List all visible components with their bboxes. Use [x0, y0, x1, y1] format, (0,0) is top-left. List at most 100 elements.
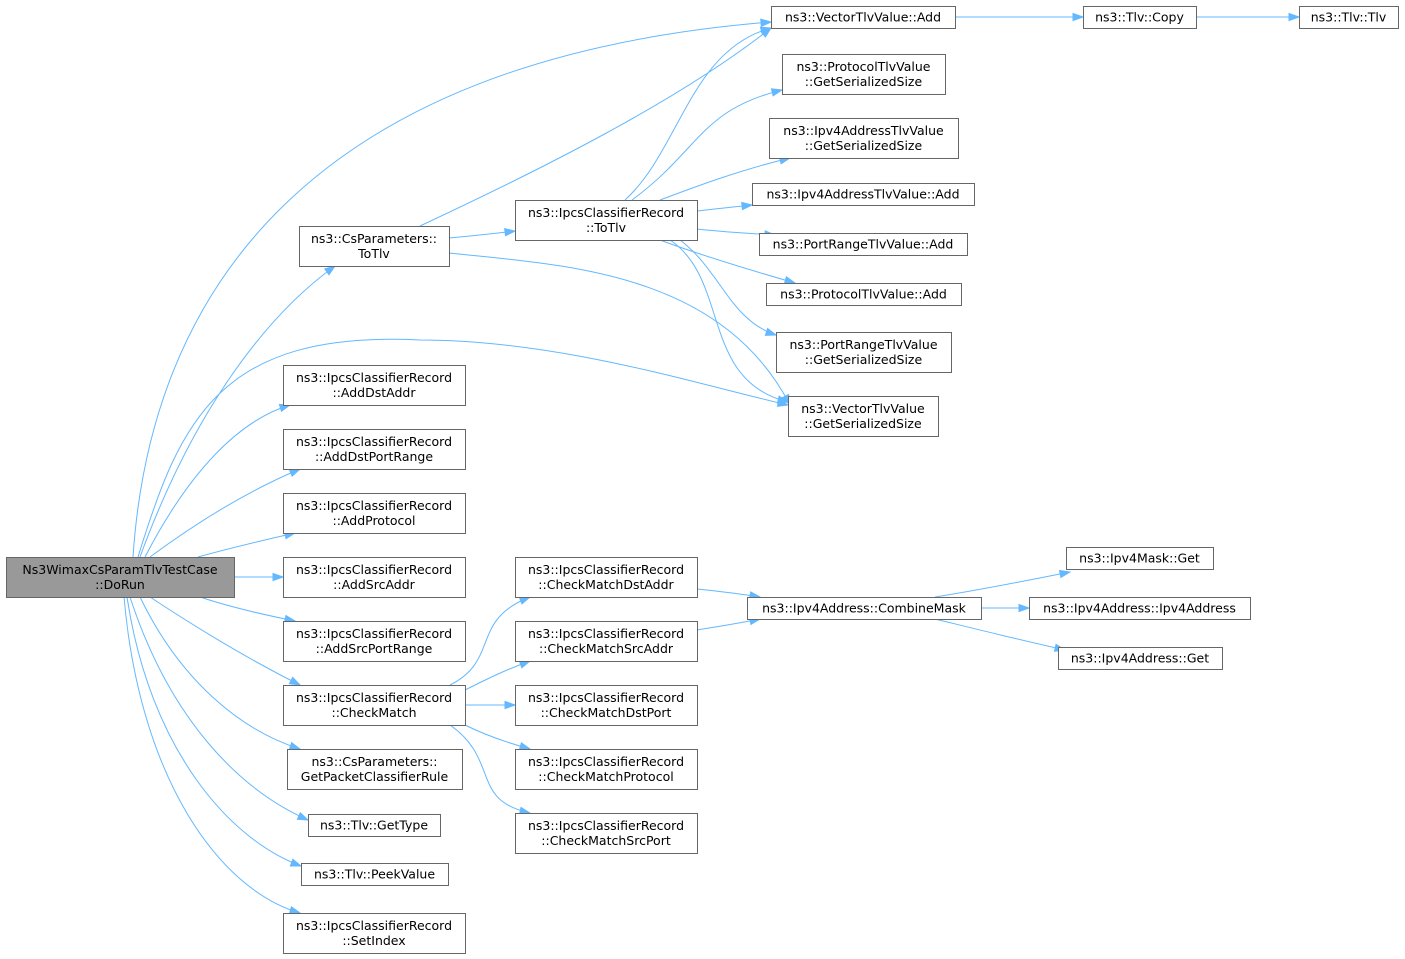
edge-arrowhead — [504, 700, 517, 710]
node-label-line: ::GetSerializedSize — [805, 352, 923, 367]
edge-ictotlv-to-vgs — [669, 239, 790, 404]
node-label-line: ns3::IpcsClassifierRecord — [528, 754, 684, 769]
node-label-line: ns3::IpcsClassifierRecord — [528, 690, 684, 705]
graph-node-maskget[interactable]: ns3::Ipv4Mask::Get — [1066, 547, 1214, 570]
edge-arrowhead — [783, 275, 797, 285]
node-box — [283, 621, 466, 662]
graph-node-cstotlv[interactable]: ns3::CsParameters::ToTlv — [299, 226, 450, 267]
edge-line — [449, 596, 531, 686]
node-label-line: ::GetSerializedSize — [804, 416, 922, 431]
node-label-line: ns3::IpcsClassifierRecord — [528, 562, 684, 577]
graph-node-vadd[interactable]: ns3::VectorTlvValue::Add — [771, 6, 956, 29]
graph-node-vgs[interactable]: ns3::VectorTlvValue::GetSerializedSize — [788, 396, 939, 437]
edge-arrowhead — [776, 395, 790, 404]
edge-arrowhead — [1058, 569, 1072, 579]
node-box — [1066, 547, 1214, 570]
graph-node-ptadd[interactable]: ns3::ProtocolTlvValue::Add — [766, 283, 962, 306]
edge-line — [624, 27, 772, 201]
edge-arrowhead — [1072, 12, 1085, 22]
node-label-line: ns3::IpcsClassifierRecord — [528, 818, 684, 833]
graph-node-copy[interactable]: ns3::Tlv::Copy — [1083, 6, 1197, 29]
graph-node-adddstport[interactable]: ns3::IpcsClassifierRecord::AddDstPortRan… — [283, 429, 466, 470]
edge-line — [934, 571, 1071, 598]
edge-cstotlv-to-vadd — [419, 27, 773, 227]
graph-node-addsrcport[interactable]: ns3::IpcsClassifierRecord::AddSrcPortRan… — [283, 621, 466, 662]
edge-run-to-getrule — [139, 596, 302, 750]
node-box — [788, 396, 939, 437]
edge-line — [934, 618, 1066, 651]
node-box — [515, 813, 698, 854]
graph-node-ictotlv[interactable]: ns3::IpcsClassifierRecord::ToTlv — [515, 200, 698, 241]
node-box — [283, 365, 466, 406]
node-label-line: ns3::ProtocolTlvValue — [796, 59, 930, 74]
node-label-line: ns3::CsParameters:: — [311, 754, 437, 769]
graph-node-i4add[interactable]: ns3::Ipv4AddressTlvValue::Add — [752, 183, 975, 206]
node-label-line: ns3::Tlv::GetType — [320, 818, 428, 833]
graph-node-cmdstport[interactable]: ns3::IpcsClassifierRecord::CheckMatchDst… — [515, 685, 698, 726]
graph-node-combine[interactable]: ns3::Ipv4Address::CombineMask — [747, 597, 982, 620]
graph-node-ptgs[interactable]: ns3::ProtocolTlvValue::GetSerializedSize — [782, 54, 946, 95]
graph-node-setindex[interactable]: ns3::IpcsClassifierRecord::SetIndex — [283, 913, 466, 954]
graph-node-gettype[interactable]: ns3::Tlv::GetType — [308, 814, 441, 837]
node-label-line: ::CheckMatchSrcAddr — [539, 641, 674, 656]
graph-node-addsrc[interactable]: ns3::IpcsClassifierRecord::AddSrcAddr — [283, 557, 466, 598]
edge-line — [449, 724, 531, 814]
edge-combine-to-maskget — [934, 569, 1072, 598]
edge-line — [139, 596, 301, 750]
node-label-line: ::AddDstPortRange — [315, 449, 433, 464]
node-box — [771, 6, 956, 29]
node-box — [1299, 6, 1399, 29]
node-label-line: Ns3WimaxCsParamTlvTestCase — [22, 562, 217, 577]
node-box — [283, 429, 466, 470]
graph-node-i4gs[interactable]: ns3::Ipv4AddressTlvValue::GetSerializedS… — [769, 118, 959, 159]
edge-run-to-checkmatch — [149, 596, 302, 686]
edge-line — [659, 239, 796, 284]
edge-line — [137, 338, 789, 558]
node-label-line: ::CheckMatchDstPort — [541, 705, 672, 720]
graph-node-i4get[interactable]: ns3::Ipv4Address::Get — [1058, 647, 1223, 670]
node-box — [769, 118, 959, 159]
node-label-line: ns3::IpcsClassifierRecord — [296, 370, 452, 385]
node-label-line: ::AddSrcPortRange — [316, 641, 433, 656]
edge-ictotlv-to-i4add — [696, 201, 754, 212]
node-label-line: ::AddSrcAddr — [333, 577, 415, 592]
edge-arrowhead — [759, 26, 773, 35]
edge-arrowhead — [518, 742, 532, 751]
edge-arrowhead — [323, 265, 337, 276]
node-label-line: ns3::Tlv::PeekValue — [314, 867, 435, 882]
node-box — [1058, 647, 1223, 670]
edge-arrowhead — [764, 327, 778, 336]
graph-node-cmsrcaddr[interactable]: ns3::IpcsClassifierRecord::CheckMatchSrc… — [515, 621, 698, 662]
edge-run-to-gettype — [129, 596, 310, 821]
edge-line — [123, 596, 301, 914]
node-label-line: ns3::IpcsClassifierRecord — [296, 626, 452, 641]
graph-node-tlv[interactable]: ns3::Tlv::Tlv — [1299, 6, 1399, 29]
edge-arrowhead — [288, 905, 302, 915]
edge-run-to-setindex — [123, 596, 302, 915]
edge-run-to-addsrcport — [199, 596, 297, 624]
edge-arrowhead — [504, 227, 517, 237]
graph-node-peek[interactable]: ns3::Tlv::PeekValue — [301, 863, 449, 886]
edge-cstotlv-to-vgs — [448, 252, 791, 407]
edge-arrowhead — [1018, 603, 1031, 613]
graph-node-pradd[interactable]: ns3::PortRangeTlvValue::Add — [759, 233, 968, 256]
node-label-line: ns3::IpcsClassifierRecord — [296, 562, 452, 577]
edge-run-to-cstotlv — [139, 265, 337, 558]
graph-node-cmsrcport[interactable]: ns3::IpcsClassifierRecord::CheckMatchSrc… — [515, 813, 698, 854]
graph-node-run[interactable]: Ns3WimaxCsParamTlvTestCase::DoRun — [6, 557, 235, 598]
graph-node-i4ctor[interactable]: ns3::Ipv4Address::Ipv4Address — [1029, 597, 1251, 620]
graph-node-getrule[interactable]: ns3::CsParameters::GetPacketClassifierRu… — [287, 749, 463, 790]
node-label-line: ns3::ProtocolTlvValue::Add — [780, 287, 947, 302]
graph-node-adddst[interactable]: ns3::IpcsClassifierRecord::AddDstAddr — [283, 365, 466, 406]
graph-node-cmdstaddr[interactable]: ns3::IpcsClassifierRecord::CheckMatchDst… — [515, 557, 698, 598]
node-label-line: ns3::Ipv4Mask::Get — [1079, 551, 1200, 566]
edge-copy-to-tlv — [1196, 12, 1301, 22]
graph-node-prgs[interactable]: ns3::PortRangeTlvValue::GetSerializedSiz… — [776, 332, 952, 373]
graph-node-cmproto[interactable]: ns3::IpcsClassifierRecord::CheckMatchPro… — [515, 749, 698, 790]
edge-line — [149, 596, 301, 686]
node-label-line: ns3::IpcsClassifierRecord — [296, 434, 452, 449]
edge-line — [419, 27, 772, 227]
graph-node-checkmatch[interactable]: ns3::IpcsClassifierRecord::CheckMatch — [283, 685, 466, 726]
node-label-line: ::GetSerializedSize — [805, 74, 923, 89]
graph-node-addproto[interactable]: ns3::IpcsClassifierRecord::AddProtocol — [283, 493, 466, 534]
